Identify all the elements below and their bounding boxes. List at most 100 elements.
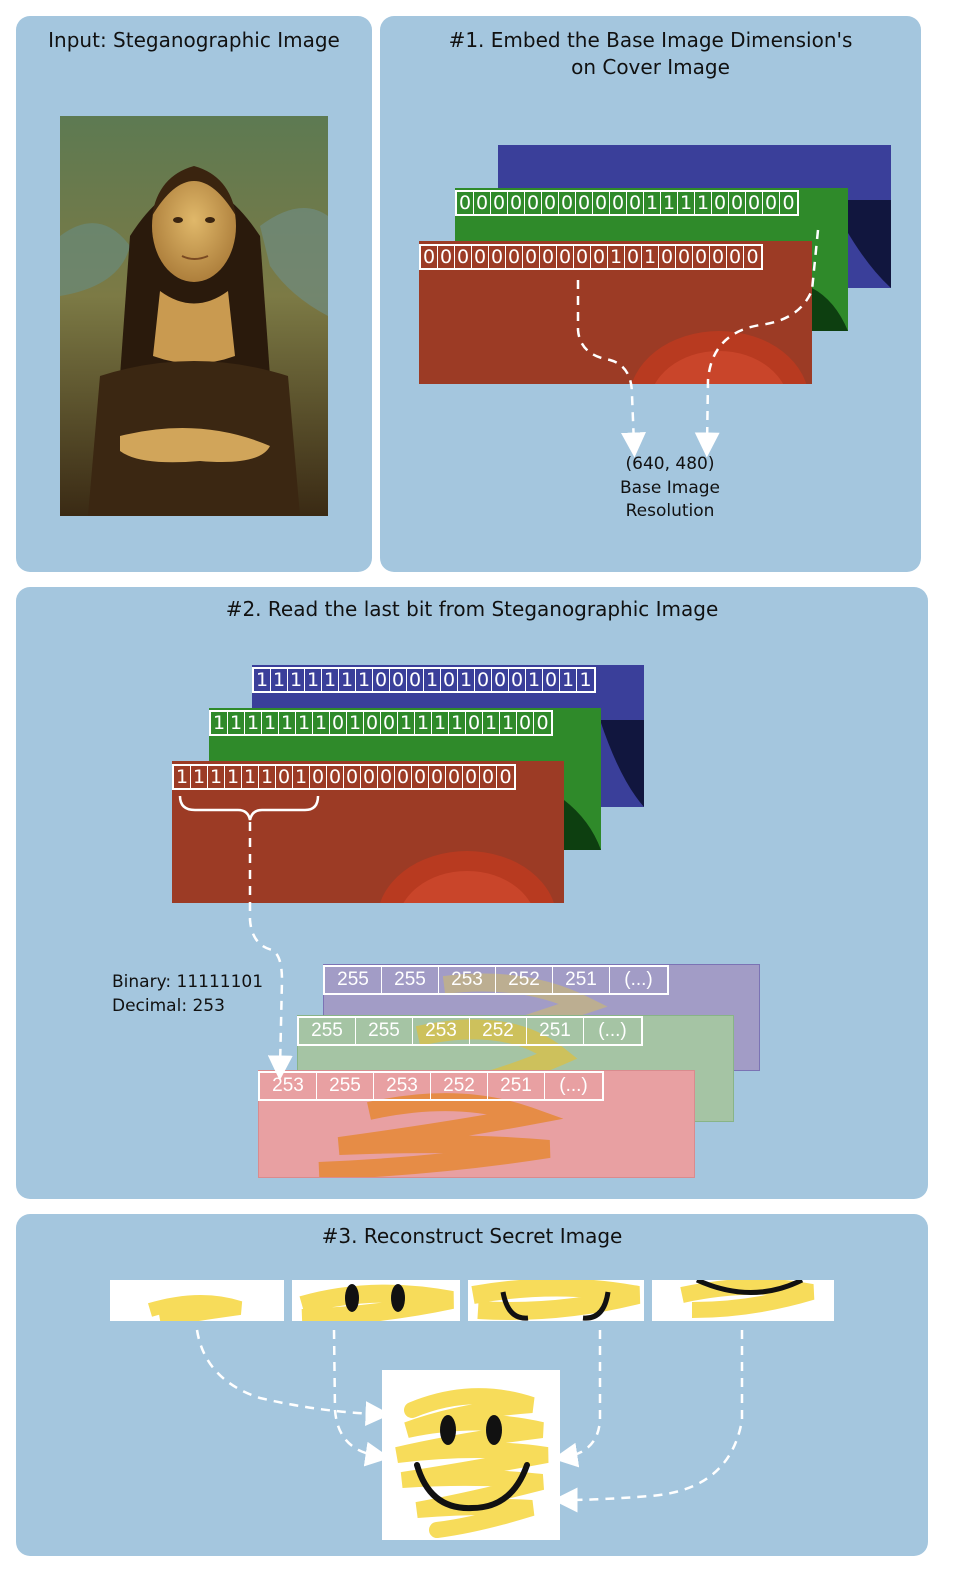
step2-green-bit-8: 1 (347, 712, 364, 734)
reconstructed-secret-image (382, 1370, 560, 1540)
step2-blue-bit-8: 0 (390, 669, 407, 691)
step1-green-bit-14: 1 (695, 192, 712, 214)
step2-red-bit-14: 0 (412, 766, 429, 788)
step2-green-bit-7: 0 (330, 712, 347, 734)
pink-value-cell-2: 253 (374, 1073, 431, 1099)
step1-red-bit-3: 0 (472, 246, 489, 268)
step2-blue-bit-15: 0 (509, 669, 526, 691)
step2-red-bit-19: 0 (499, 766, 512, 788)
step1-green-bit-16: 0 (729, 192, 746, 214)
step2-red-bit-6: 0 (276, 766, 293, 788)
scribble-4 (680, 1280, 815, 1318)
step1-red-bit-12: 0 (625, 246, 642, 268)
step2-blue-bit-14: 0 (492, 669, 509, 691)
pink-value-cell-3: 252 (431, 1073, 488, 1099)
step2-red-bit-9: 0 (327, 766, 344, 788)
step2-green-bit-15: 0 (466, 712, 483, 734)
step2-red-layer (172, 761, 564, 903)
step1-red-bit-8: 0 (557, 246, 574, 268)
purple-value-cell-2: 253 (439, 967, 496, 993)
step1-result-line2: Base Image (619, 478, 721, 498)
step1-green-bit-5: 0 (542, 192, 559, 214)
purple-value-cell-5: (...) (624, 969, 653, 990)
step2-blue-bit-2: 1 (288, 669, 305, 691)
secret-tile-3 (468, 1280, 644, 1321)
step2-blue-bit-4: 1 (322, 669, 339, 691)
pink-value-cell-0: 253 (260, 1073, 317, 1099)
green-value-cell-0: 255 (299, 1018, 356, 1044)
step2-green-bit-17: 1 (500, 712, 517, 734)
step2-blue-bit-0: 1 (254, 669, 271, 691)
step2-blue-bit-5: 1 (339, 669, 356, 691)
pink-value-layer (258, 1070, 695, 1178)
step2-red-bit-10: 0 (344, 766, 361, 788)
step1-red-bit-15: 0 (676, 246, 693, 268)
purple-value-cell-0: 255 (325, 967, 382, 993)
step2-red-bit-0: 1 (174, 766, 191, 788)
step1-green-bit-6: 0 (559, 192, 576, 214)
step2-red-bit-11: 0 (361, 766, 378, 788)
step2-green-bit-6: 1 (313, 712, 330, 734)
step2-red-bit-12: 0 (378, 766, 395, 788)
step1-green-bit-10: 0 (627, 192, 644, 214)
step2-green-bit-11: 1 (398, 712, 415, 734)
step2-red-decor (380, 851, 554, 903)
secret-tile-4 (652, 1280, 834, 1321)
step1-green-bit-11: 1 (644, 192, 661, 214)
step1-red-bit-18: 0 (727, 246, 744, 268)
step2-red-bit-8: 0 (310, 766, 327, 788)
step1-red-bit-4: 0 (489, 246, 506, 268)
input-panel: Input: Steganographic Image (16, 16, 372, 572)
step1-title-line2: on Cover Image (571, 55, 730, 79)
pink-value-cell-5: (...) (559, 1075, 588, 1096)
step1-green-bit-15: 0 (712, 192, 729, 214)
step2-green-bit-4: 1 (279, 712, 296, 734)
step2-green-bit-3: 1 (262, 712, 279, 734)
step2-blue-bit-19: 1 (579, 669, 592, 691)
step1-red-bit-16: 0 (693, 246, 710, 268)
step1-result-line1: (640, 480) (625, 454, 715, 474)
input-title: Input: Steganographic Image (48, 28, 340, 52)
step2-blue-bit-16: 1 (526, 669, 543, 691)
step2-red-bit-1: 1 (191, 766, 208, 788)
step2-green-bit-18: 0 (517, 712, 534, 734)
pink-layer-decor (318, 1093, 564, 1177)
secret-tile-2 (292, 1280, 460, 1321)
smiley-face (395, 1388, 549, 1538)
step2-blue-bit-9: 0 (407, 669, 424, 691)
step1-green-bit-7: 0 (576, 192, 593, 214)
step2-green-bit-19: 0 (536, 712, 549, 734)
green-value-cell-5: (...) (598, 1020, 627, 1041)
secret-tile-1 (110, 1280, 284, 1321)
step1-red-bit-5: 0 (506, 246, 523, 268)
step2-blue-bit-10: 1 (424, 669, 441, 691)
step2-red-bit-13: 0 (395, 766, 412, 788)
pink-value-cell-4: 251 (488, 1073, 545, 1099)
step2-blue-bit-6: 1 (356, 669, 373, 691)
step2-blue-bit-11: 0 (441, 669, 458, 691)
step2-red-bit-15: 0 (429, 766, 446, 788)
step1-title-line1: #1. Embed the Base Image Dimension's (448, 28, 853, 52)
step1-red-bit-10: 0 (591, 246, 608, 268)
step2-green-bit-9: 0 (364, 712, 381, 734)
step2-red-bit-16: 0 (446, 766, 463, 788)
step1-green-bit-0: 0 (457, 192, 474, 214)
decimal-label: Decimal: 253 (112, 996, 225, 1016)
step1-green-bit-3: 0 (508, 192, 525, 214)
step1-red-bit-1: 0 (438, 246, 455, 268)
step1-green-bit-19: 0 (782, 192, 795, 214)
step1-green-bit-17: 0 (746, 192, 763, 214)
step1-red-bit-13: 1 (642, 246, 659, 268)
step1-red-bit-6: 0 (523, 246, 540, 268)
step2-green-bit-14: 1 (449, 712, 466, 734)
step2-red-bit-7: 1 (293, 766, 310, 788)
step3-title: #3. Reconstruct Secret Image (321, 1224, 623, 1248)
scribble-2 (299, 1284, 454, 1321)
step2-red-bit-3: 1 (225, 766, 242, 788)
step1-red-bit-7: 0 (540, 246, 557, 268)
